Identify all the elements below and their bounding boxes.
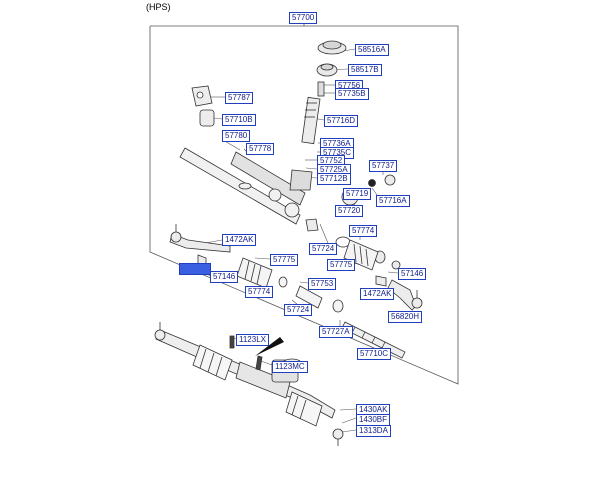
part-label-58516a[interactable]: 58516A xyxy=(355,44,389,56)
upper-housing xyxy=(179,147,313,225)
part-label-57727a[interactable]: 57727A xyxy=(319,326,353,338)
pinion-top-parts xyxy=(301,40,347,145)
diagram-header: (HPS) xyxy=(146,2,171,12)
part-label-1123mc[interactable]: 1123MC xyxy=(272,361,308,373)
assembly-frame xyxy=(149,25,459,385)
part-label-57720[interactable]: 57720 xyxy=(335,205,364,217)
part-label-57700[interactable]: 57700 xyxy=(289,12,318,24)
part-label-57775-left[interactable]: 57775 xyxy=(270,254,299,266)
part-label-57724-upper[interactable]: 57724 xyxy=(309,243,338,255)
boots xyxy=(236,239,379,313)
assembled-steering-gear xyxy=(154,322,344,446)
part-label-57724-lower[interactable]: 57724 xyxy=(284,304,313,316)
pointer-arrow xyxy=(255,337,284,356)
part-label-1123lx[interactable]: 1123LX xyxy=(236,334,269,346)
part-label-57712b[interactable]: 57712B xyxy=(317,173,351,185)
part-label-57787[interactable]: 57787 xyxy=(225,92,254,104)
part-label-57710b[interactable]: 57710B xyxy=(222,114,256,126)
part-label-57146-left[interactable]: 57146 xyxy=(210,271,239,283)
bracket-57787 xyxy=(191,85,215,127)
part-label-1472ak-left[interactable]: 1472AK xyxy=(222,234,257,246)
part-label-58517b[interactable]: 58517B xyxy=(348,64,382,76)
part-label-56820h[interactable]: 56820H xyxy=(388,311,423,323)
part-label-57780[interactable]: 57780 xyxy=(222,130,251,142)
part-label-57775-right[interactable]: 57775 xyxy=(327,259,356,271)
part-label-57753[interactable]: 57753 xyxy=(308,278,337,290)
part-label-57737[interactable]: 57737 xyxy=(369,160,398,172)
part-label-1472ak-right[interactable]: 1472AK xyxy=(360,288,395,300)
part-label-57146-right[interactable]: 57146 xyxy=(398,268,427,280)
part-label-57710c[interactable]: 57710C xyxy=(357,348,392,360)
part-label-1313da[interactable]: 1313DA xyxy=(356,425,391,437)
part-label-56820j-highlighted[interactable]: 56820J xyxy=(179,263,212,275)
part-label-57716a[interactable]: 57716A xyxy=(376,195,410,207)
part-label-57716d[interactable]: 57716D xyxy=(324,115,359,127)
part-label-57735b[interactable]: 57735B xyxy=(335,88,369,100)
part-label-57719[interactable]: 57719 xyxy=(343,188,372,200)
part-label-57774-upper[interactable]: 57774 xyxy=(349,225,378,237)
part-label-57774-lower[interactable]: 57774 xyxy=(245,286,274,298)
part-label-57778[interactable]: 57778 xyxy=(246,143,275,155)
